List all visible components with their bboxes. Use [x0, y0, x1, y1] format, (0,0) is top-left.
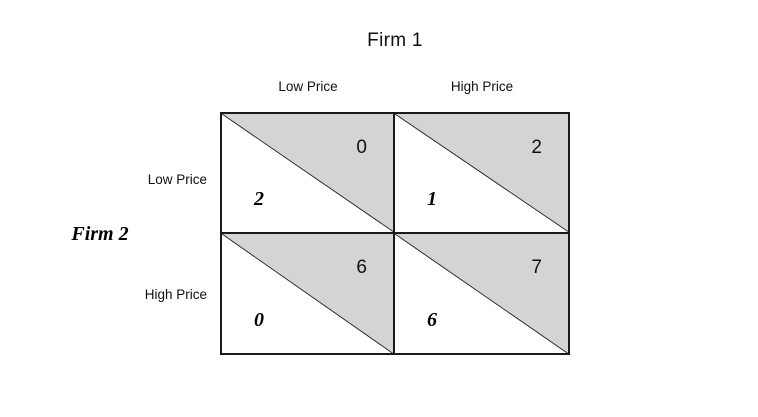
- payoff-column-player-low-high: 2: [531, 137, 542, 158]
- column-player-title: Firm 1: [367, 30, 423, 51]
- matrix-cell-high-high: 7 6: [395, 233, 568, 353]
- matrix-cell-low-low: 0 2: [222, 114, 395, 234]
- column-header-high-price: High Price: [450, 79, 514, 94]
- column-header-low-price: Low Price: [278, 79, 338, 94]
- payoff-row-player-low-low: 2: [254, 187, 264, 210]
- payoff-column-player-low-low: 0: [356, 137, 367, 158]
- row-header-low-price: Low Price: [147, 172, 207, 187]
- payoff-column-player-high-high: 7: [531, 256, 542, 278]
- payoff-matrix: 0 2 2 1 6 0 7: [220, 112, 570, 355]
- payoff-column-player-high-low: 6: [356, 256, 367, 278]
- payoff-row-player-low-high: 1: [427, 187, 437, 210]
- payoff-row-player-high-low: 0: [254, 309, 264, 331]
- row-header-high-price: High Price: [144, 287, 207, 302]
- cell-diagonal-shading-low-low: [222, 114, 393, 232]
- row-player-title: Firm 2: [71, 223, 129, 245]
- matrix-cell-high-low: 6 0: [222, 233, 395, 353]
- cell-diagonal-shading-high-high: [395, 233, 568, 353]
- cell-diagonal-shading-low-high: [395, 114, 568, 232]
- payoff-row-player-high-high: 6: [427, 309, 437, 331]
- matrix-cell-low-high: 2 1: [395, 114, 568, 234]
- cell-diagonal-shading-high-low: [222, 233, 393, 353]
